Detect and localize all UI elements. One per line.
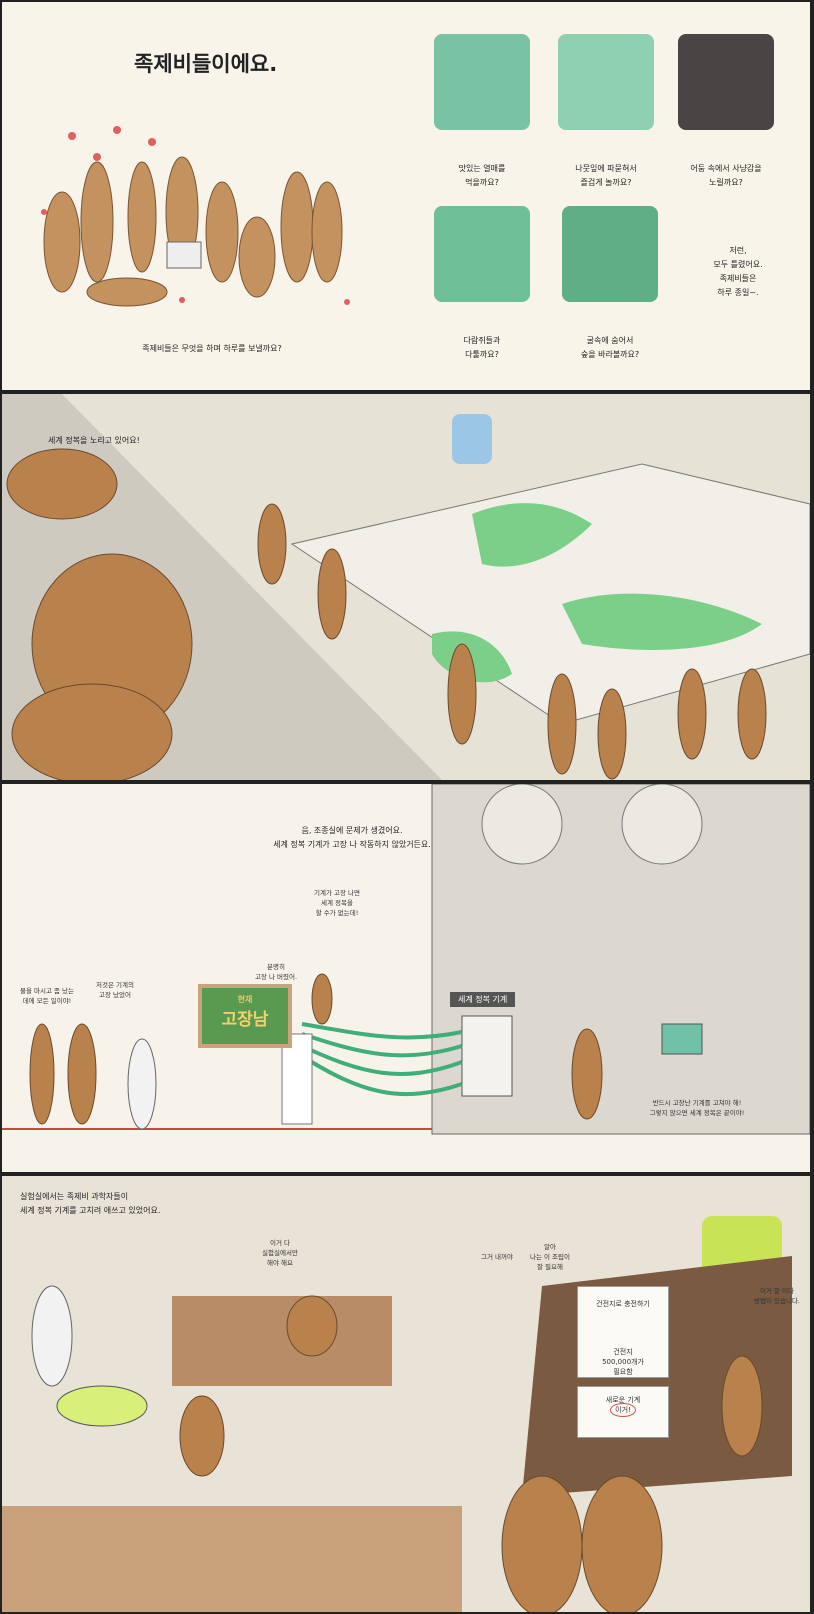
- panel-weasels-intro: 족제비들이에요. 족제비들은 무엇을 하며 하루를 보낼까요? 맛있는 열매를 …: [2, 2, 810, 390]
- control-room-caption: 세계 정복을 노리고 있어요!: [48, 436, 140, 445]
- whiteboard-battery: 건전지로 충전하기 건전지 500,000개가 필요함: [577, 1286, 669, 1378]
- panel-control-room: 세계 정복을 노리고 있어요!: [2, 394, 810, 780]
- panel-machine-broken: 음, 조종실에 문제가 생겼어요. 세계 정복 기계가 고장 나 작동하지 않았…: [2, 784, 810, 1172]
- broken-machine-illustration: [2, 784, 810, 1135]
- circled-note: 이거!: [610, 1403, 636, 1417]
- weasel-group-illustration: [41, 126, 350, 307]
- laboratory-illustration: [2, 1216, 792, 1612]
- speech-bubble-2: 분명히 고장 나 버렸어.: [254, 963, 298, 981]
- board-text: 건전지 500,000개가 필요함: [602, 1348, 644, 1376]
- control-room-illustration: [2, 394, 810, 780]
- speech-bubble-4: 저것은 기계의 고장 났었어: [96, 981, 134, 999]
- sign-big-text: 고장남: [221, 1010, 269, 1030]
- question-5: 굴속에 숨어서 숲을 바라볼까요?: [580, 336, 640, 359]
- speech-bubble-3: 물을 마시고 좀 났는 데에 모든 일이야!: [19, 987, 75, 1005]
- lab-bubble-2: 그거 내꺼야: [481, 1253, 513, 1261]
- question-3: 어둠 속에서 사냥감을 노릴까요?: [690, 164, 762, 187]
- whiteboard-new-machine: 새로운 기계 이거!: [577, 1386, 669, 1438]
- page-title: 족제비들이에요.: [134, 52, 278, 76]
- thumb-eating-berries: [434, 34, 530, 130]
- lab-caption: 실험실에서는 족제비 과학자들이 세계 정복 기계를 고치려 애쓰고 있었어요.: [20, 1192, 161, 1215]
- answer-text: 저런, 모두 틀렸어요. 족제비들은 하루 종일~.: [713, 246, 763, 297]
- machine-label: 세계 정복 기계: [450, 992, 516, 1007]
- thumb-leaves: [558, 34, 654, 130]
- thumb-darkness: [678, 34, 774, 130]
- panel-laboratory: 실험실에서는 족제비 과학자들이 세계 정복 기계를 고치려 애쓰고 있었어요.…: [2, 1176, 810, 1612]
- lab-bubble-4: 이거 말 이다 방법이 있습니다.: [754, 1287, 800, 1305]
- machine-room-caption: 음, 조종실에 문제가 생겼어요. 세계 정복 기계가 고장 나 작동하지 않았…: [273, 826, 431, 849]
- question-1: 맛있는 열매를 먹을까요?: [458, 164, 506, 187]
- speech-bubble-1: 기계가 고장 나면 세계 정복을 할 수가 없는데!: [314, 889, 360, 917]
- thumb-burrow: [562, 206, 658, 302]
- thumb-squirrels: [434, 206, 530, 302]
- question-4: 다람쥐들과 다툴까요?: [463, 336, 501, 359]
- lab-bubble-1: 이거 다 실험실에서만 해야 해요: [262, 1239, 298, 1267]
- intro-caption: 족제비들은 무엇을 하며 하루를 보낼까요?: [142, 344, 282, 353]
- lab-bubble-3: 알아 나는 이 조립이 잘 필요해: [529, 1243, 570, 1271]
- board-title: 건전지로 충전하기: [596, 1300, 650, 1308]
- sign-small-text: 현재: [237, 995, 253, 1004]
- machine-note: 반드시 고장난 기계를 고쳐야 해! 그렇지 않으면 세계 정복은 끝이야!: [649, 1099, 745, 1117]
- out-of-order-sign: 현재 고장남: [198, 984, 292, 1048]
- new-machine-label: 새로운 기계: [605, 1396, 641, 1404]
- question-2: 나뭇잎에 파묻혀서 즐겁게 놀까요?: [575, 164, 637, 187]
